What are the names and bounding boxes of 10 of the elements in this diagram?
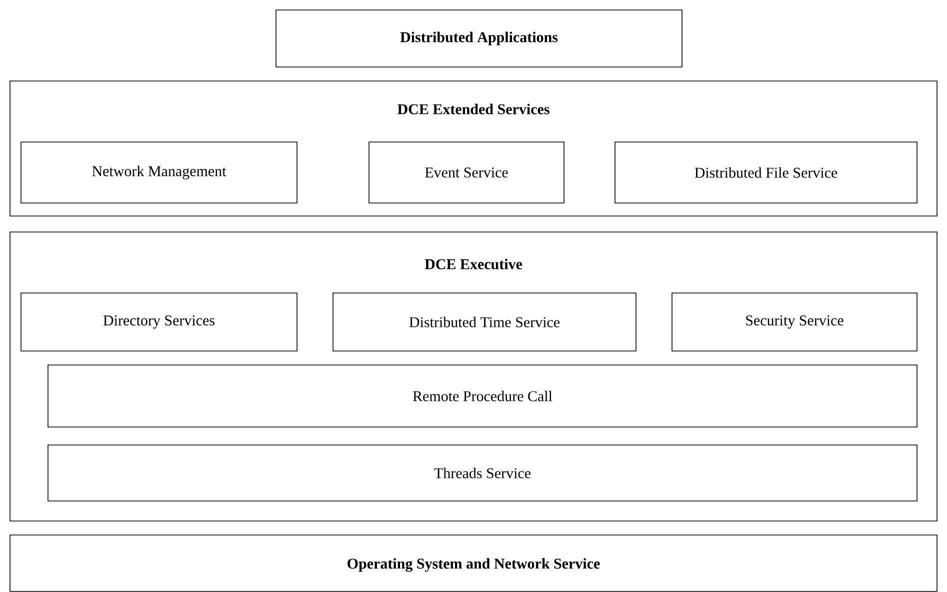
service-box: Remote Procedure Call [48, 364, 918, 428]
service-box: Distributed Applications [276, 10, 682, 68]
layer-panel: Operating System and Network Service [10, 534, 938, 592]
service-box: Distributed File Service [614, 142, 918, 204]
service-box: Directory Services [20, 292, 298, 352]
service-box: Network Management [20, 142, 298, 204]
service-box: Event Service [368, 142, 564, 204]
service-box: Threads Service [48, 444, 918, 502]
service-box: Distributed Time Service [332, 292, 636, 352]
service-box: Security Service [672, 292, 918, 352]
